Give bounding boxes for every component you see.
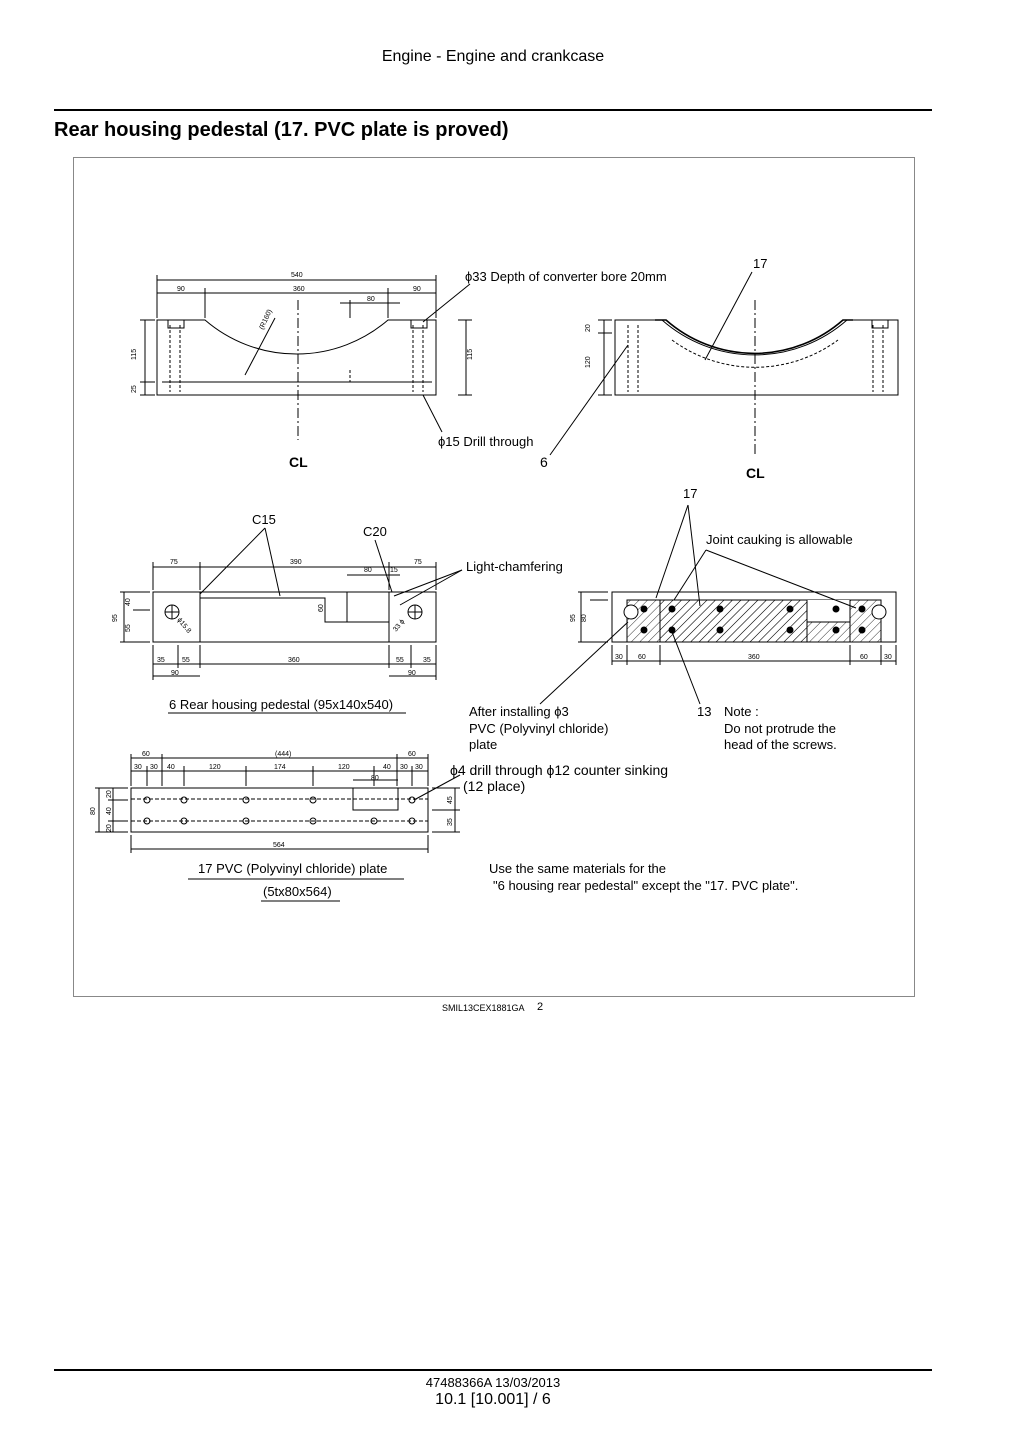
- dim-label: 20: [585, 324, 592, 332]
- dim-label: 95: [570, 614, 577, 622]
- centerline-right: CL: [746, 465, 765, 481]
- dim-label: 95: [112, 614, 119, 622]
- dim-label: 60: [638, 654, 646, 661]
- dim-label: 45: [447, 796, 454, 804]
- dim-label: 35: [423, 657, 431, 664]
- dim-label: 30: [134, 764, 142, 771]
- dim-label: 35: [447, 818, 454, 826]
- after-installing-line2: PVC (Polyvinyl chloride): [469, 721, 608, 736]
- dim-label: (444): [275, 751, 291, 758]
- dim-label: 360: [748, 654, 760, 661]
- dim-label: 75: [170, 559, 178, 566]
- pvc-plate-view: [95, 754, 461, 902]
- dim-label: 40: [383, 764, 391, 771]
- c15-label: C15: [252, 512, 276, 527]
- footer-rule: [54, 1369, 932, 1371]
- dim-label: 40: [125, 598, 132, 606]
- dim-label: 33 ϕ: [392, 618, 406, 633]
- note-line3: head of the screws.: [724, 737, 837, 752]
- plan-view-left: [120, 527, 463, 714]
- figure-number: 2: [537, 1001, 544, 1013]
- dim-label: 20: [106, 824, 113, 832]
- dim-label: 40: [106, 807, 113, 815]
- joint-callout: Joint cauking is allowable: [706, 532, 853, 547]
- dim-label: 30: [884, 654, 892, 661]
- note-line2: Do not protrude the: [724, 721, 836, 736]
- dim-label: 60: [318, 604, 325, 612]
- dim-label: 55: [182, 657, 190, 664]
- dim-label: 35: [157, 657, 165, 664]
- light-chamfer-label: Light-chamfering: [466, 559, 563, 574]
- front-elevation-right: [549, 271, 899, 456]
- page-number: 10.1 [10.001] / 6: [435, 1391, 551, 1408]
- pvc-size: (5tx80x564): [263, 884, 332, 899]
- after-installing-line3: plate: [469, 737, 497, 752]
- dim-label: 90: [177, 286, 185, 293]
- drill-through-line1: ϕ4 drill through ϕ12 counter sinking: [450, 762, 668, 778]
- dim-label: 20: [106, 790, 113, 798]
- c20-label: C20: [363, 524, 387, 539]
- bore-callout: ϕ33 Depth of converter bore 20mm: [465, 269, 667, 284]
- dim-label: 30: [400, 764, 408, 771]
- part-6-label: 6: [540, 454, 548, 470]
- dim-label: 60: [408, 751, 416, 758]
- part-17-label-mid: 17: [683, 486, 697, 501]
- dim-label: (R160): [258, 308, 273, 330]
- dim-label: 90: [171, 670, 179, 677]
- dim-label: 564: [273, 842, 285, 849]
- dim-label: 25: [131, 385, 138, 393]
- page-header: Engine - Engine and crankcase: [381, 48, 605, 65]
- dim-label: 90: [413, 286, 421, 293]
- after-installing-line1: After installing ϕ3: [469, 704, 569, 719]
- dim-label: 120: [585, 356, 592, 368]
- page-title: Rear housing pedestal (17. PVC plate is …: [54, 119, 509, 141]
- note-line1: Note :: [724, 704, 759, 719]
- centerline-left: CL: [289, 454, 308, 470]
- dim-label: ϕ15.8: [175, 617, 192, 635]
- dim-label: 30: [150, 764, 158, 771]
- pvc-caption: 17 PVC (Polyvinyl chloride) plate: [198, 861, 387, 876]
- part-13-label: 13: [697, 704, 711, 719]
- figure-frame: [73, 157, 915, 997]
- plan-view-right: [539, 504, 897, 705]
- dim-label: 80: [367, 296, 375, 303]
- dim-label: 40: [167, 764, 175, 771]
- dim-label: 60: [860, 654, 868, 661]
- dim-label: 60: [142, 751, 150, 758]
- dim-label: 55: [396, 657, 404, 664]
- dim-label: 75: [414, 559, 422, 566]
- document-id: 47488366A 13/03/2013: [425, 1375, 561, 1390]
- dim-label: 360: [293, 286, 305, 293]
- dim-label: 90: [408, 670, 416, 677]
- dim-label: 390: [290, 559, 302, 566]
- dim-label: 360: [288, 657, 300, 664]
- part-17-label-top: 17: [753, 256, 767, 271]
- dim-label: 120: [209, 764, 221, 771]
- figure-reference-code: SMIL13CEX1881GA: [442, 1003, 525, 1013]
- drill-through-line2: (12 place): [463, 778, 525, 794]
- dim-label: 30: [415, 764, 423, 771]
- pedestal-caption: 6 Rear housing pedestal (95x140x540): [169, 697, 393, 712]
- dim-label: 30: [615, 654, 623, 661]
- same-materials-line2: "6 housing rear pedestal" except the "17…: [493, 878, 798, 893]
- dim-label: 115: [131, 349, 138, 360]
- dim-label: 80: [364, 567, 372, 574]
- dim-label: 15: [390, 567, 398, 574]
- dim-label: 115: [467, 349, 474, 360]
- dim-label: 540: [291, 272, 303, 279]
- same-materials-line1: Use the same materials for the: [489, 861, 666, 876]
- dim-label: 80: [581, 614, 588, 622]
- dim-label: 55: [125, 624, 132, 632]
- drill-callout: ϕ15 Drill through: [438, 434, 533, 449]
- dim-label: 120: [338, 764, 350, 771]
- front-elevation-left: [140, 275, 472, 440]
- dim-label: 174: [274, 764, 286, 771]
- dim-label: 80: [371, 775, 379, 782]
- header-rule: [54, 109, 932, 111]
- dim-label: 80: [90, 807, 97, 815]
